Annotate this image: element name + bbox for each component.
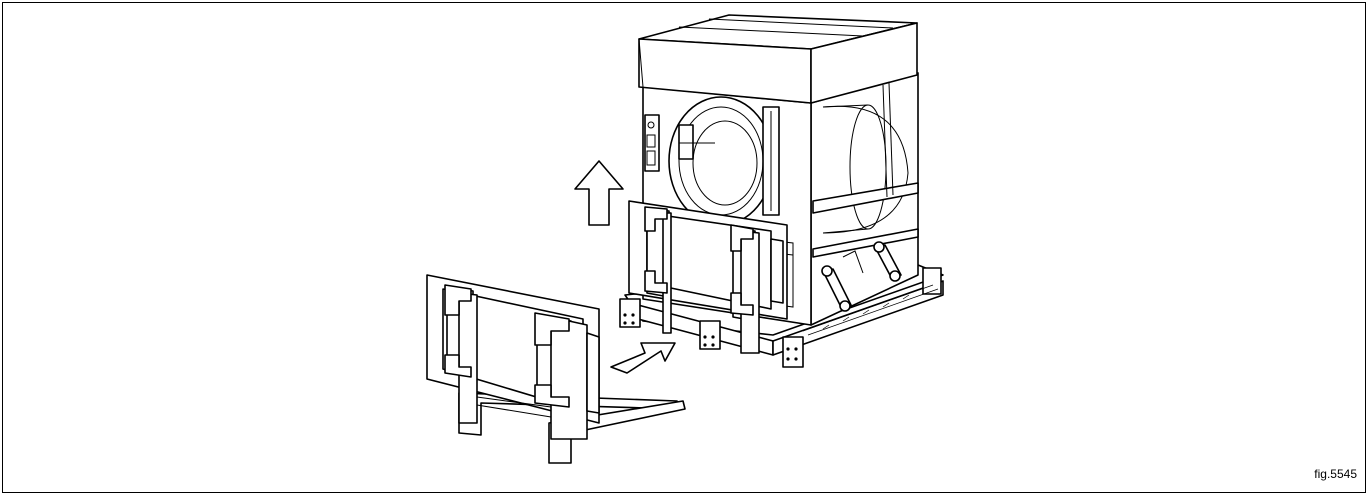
fork-frame-lower — [426, 274, 686, 464]
figure-label: fig.5545 — [1314, 467, 1357, 481]
right-arrow-icon — [610, 342, 676, 374]
washer-pallet-illustration — [426, 14, 944, 464]
up-arrow-icon — [574, 160, 624, 226]
fork-frame-upper — [628, 200, 788, 354]
shock-absorbers — [821, 241, 902, 312]
